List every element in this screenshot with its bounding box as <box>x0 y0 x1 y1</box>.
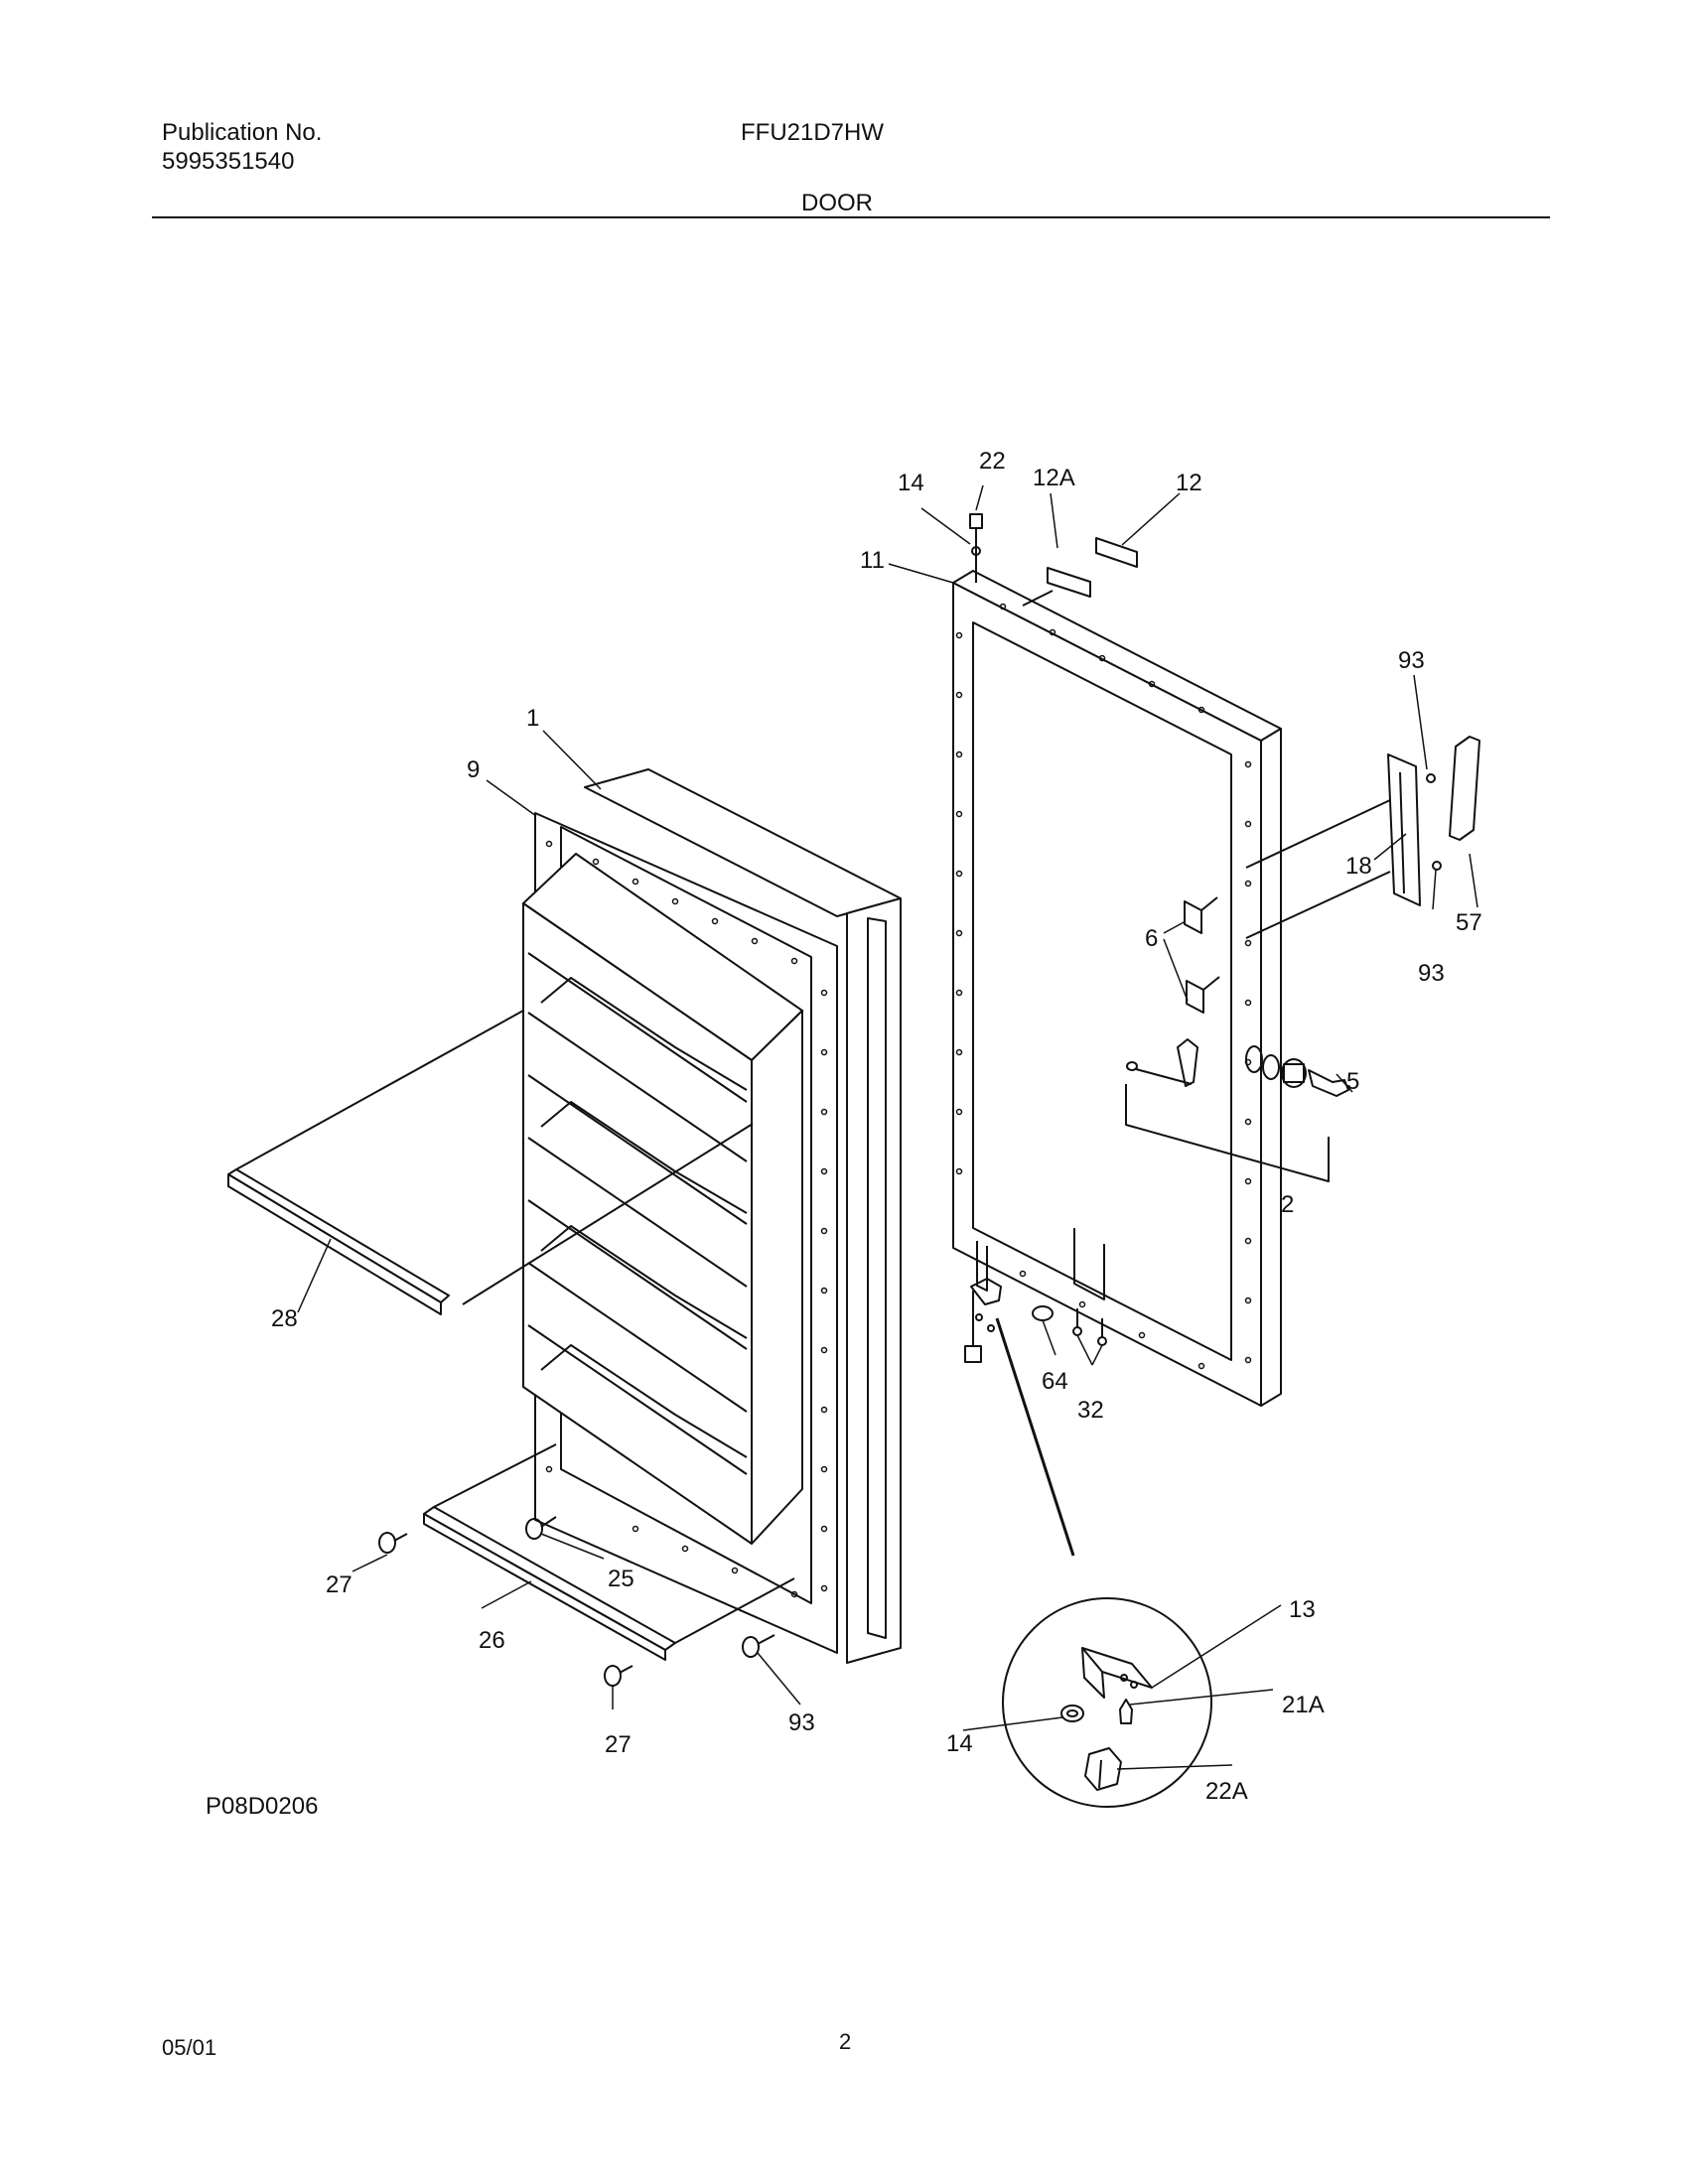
callout-labels: 1 9 11 14 22 12A 12 93 18 57 6 93 5 2 28… <box>271 448 1482 1805</box>
liner-holes <box>545 840 828 1598</box>
publication-date: 05/01 <box>162 2035 217 2060</box>
callout-6: 6 <box>1145 925 1158 952</box>
model-number: FFU21D7HW <box>741 119 885 146</box>
publication-number: 5995351540 <box>162 148 295 175</box>
callout-93-top: 93 <box>1398 647 1425 674</box>
callout-93-mid: 93 <box>1418 960 1445 987</box>
callout-22a: 22A <box>1205 1778 1248 1805</box>
door-liner <box>522 768 902 1664</box>
callout-32: 32 <box>1077 1397 1104 1424</box>
outer-door-panel <box>952 570 1282 1407</box>
callout-12a: 12A <box>1033 465 1075 491</box>
callout-1: 1 <box>526 705 539 732</box>
callout-57: 57 <box>1456 909 1482 936</box>
callout-18: 18 <box>1345 853 1372 880</box>
callout-22: 22 <box>979 448 1006 475</box>
callout-27-bottom: 27 <box>605 1731 632 1758</box>
publication-label: Publication No. <box>162 119 323 146</box>
callout-93-bottom: 93 <box>788 1709 815 1736</box>
callout-14-top: 14 <box>898 470 924 496</box>
callout-28: 28 <box>271 1305 298 1332</box>
callout-26: 26 <box>479 1627 505 1654</box>
callout-27-left: 27 <box>326 1571 352 1598</box>
callout-2: 2 <box>1281 1191 1294 1218</box>
callout-5: 5 <box>1346 1068 1359 1095</box>
callout-13: 13 <box>1289 1596 1316 1623</box>
bottom-hardware <box>964 1278 1107 1557</box>
callout-64: 64 <box>1042 1368 1068 1395</box>
door-handle <box>1245 736 1480 939</box>
callout-12: 12 <box>1176 470 1202 496</box>
section-title: DOOR <box>801 190 873 216</box>
leader-lines <box>297 484 1478 1770</box>
lock-assembly <box>1125 1045 1349 1182</box>
hinge-detail <box>1002 1597 1212 1808</box>
callout-25: 25 <box>608 1566 634 1592</box>
callout-14-detail: 14 <box>946 1730 973 1757</box>
callout-11: 11 <box>860 547 885 574</box>
header-rule <box>152 216 1550 218</box>
shelf-rail <box>227 1010 754 1315</box>
door-stop-brackets <box>1177 896 1220 1087</box>
outer-door-holes <box>955 603 1252 1370</box>
page-number: 2 <box>839 2029 852 2054</box>
bottom-rail <box>378 1443 795 1687</box>
callout-9: 9 <box>467 756 480 783</box>
callout-21a: 21A <box>1282 1692 1325 1718</box>
figure-code: P08D0206 <box>206 1793 319 1820</box>
top-hardware <box>969 513 1138 607</box>
